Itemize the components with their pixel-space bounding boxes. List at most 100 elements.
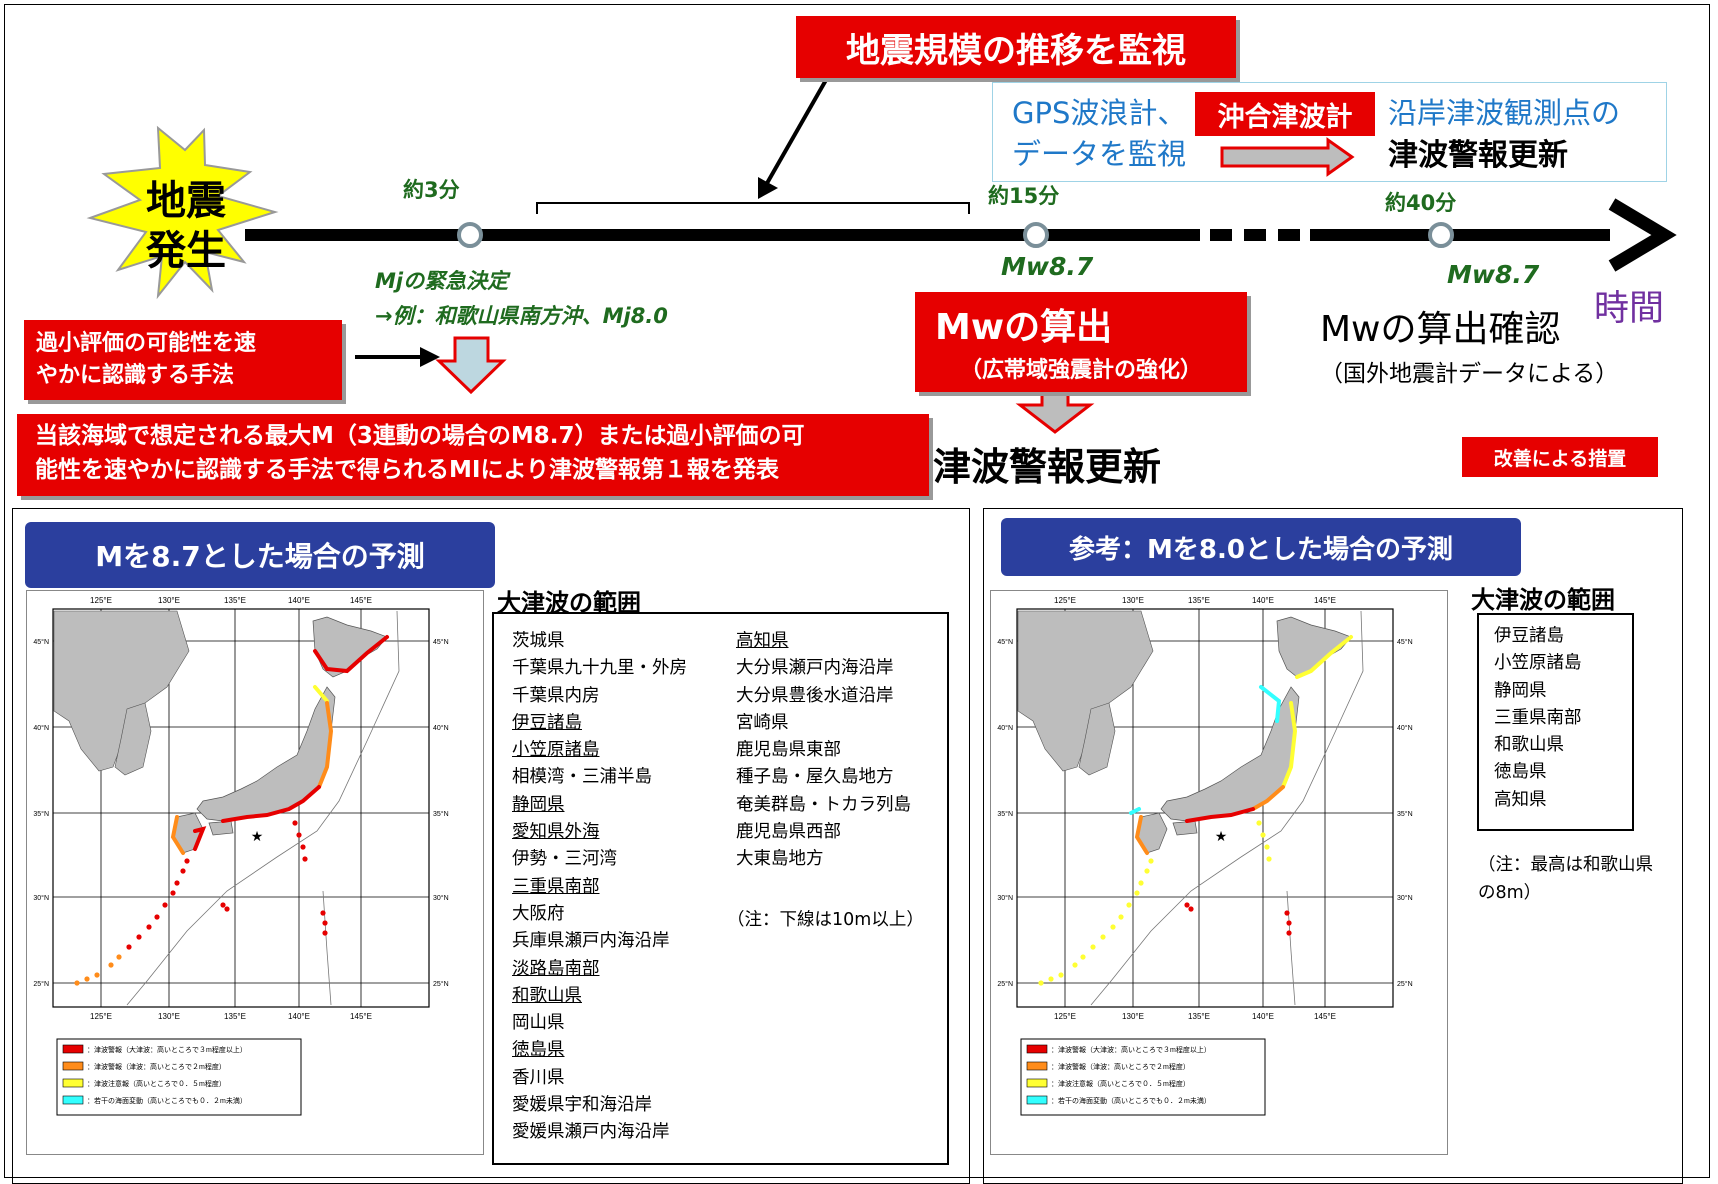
legend-swatch (1026, 1095, 1048, 1105)
legend-swatch (1026, 1044, 1048, 1054)
left-range-note: （注：下線は10m以上） (727, 910, 924, 930)
map-lat-label: 30°N (33, 894, 49, 902)
right-map-svg: 125°E125°E130°E130°E135°E135°E140°E140°E… (997, 596, 1413, 1116)
coast-sea-change (1259, 685, 1282, 723)
range-item: 和歌山県 (1494, 735, 1564, 756)
quake-label: 地震 発生 (146, 178, 226, 274)
island-advisory (1090, 944, 1096, 950)
legend-label: ：津波警報（津波：高いところで２m程度） (1051, 1062, 1190, 1071)
map-lat-label: 35°N (33, 810, 49, 818)
explosion-star-icon (86, 125, 279, 300)
island-warning-major (320, 910, 326, 916)
map-lat-label: 25°N (433, 980, 449, 988)
range-item: 大東島地方 (736, 849, 824, 870)
legend-swatch (62, 1044, 84, 1054)
range-item: 愛知県外海 (512, 822, 600, 843)
island-advisory (1126, 902, 1132, 908)
map-lon-label: 125°E (90, 1012, 112, 1021)
range-item: 種子島・屋久島地方 (736, 767, 894, 788)
map-lat-label: 35°N (433, 810, 449, 818)
map-lon-label: 145°E (1314, 1012, 1336, 1021)
island-advisory (1072, 962, 1078, 968)
range-item: 三重県南部 (512, 876, 600, 897)
island-warning-major (162, 902, 168, 908)
time-3min: 約3分 (403, 178, 460, 202)
map-lon-label: 125°E (90, 596, 112, 605)
island-advisory (1110, 924, 1116, 930)
map-lon-label: 135°E (224, 596, 246, 605)
map-lon-label: 145°E (1314, 596, 1336, 605)
range-item: 徳島県 (1494, 762, 1547, 783)
gps-text-1: GPS波浪計、 (1012, 96, 1187, 130)
range-item: 伊勢・三河湾 (512, 849, 617, 870)
map-lon-label: 145°E (350, 1012, 372, 1021)
map-lon-label: 135°E (1188, 1012, 1210, 1021)
island-advisory (1100, 934, 1106, 940)
epicenter-star-icon: ★ (251, 829, 264, 845)
map-lon-label: 130°E (158, 596, 180, 605)
range-item: 三重県南部 (1494, 707, 1582, 728)
coast-sea-change (1129, 807, 1141, 815)
map-lat-label: 25°N (33, 980, 49, 988)
coast-warning (317, 701, 334, 789)
tsunami-update-mid: 津波警報更新 (933, 445, 1162, 489)
map-lat-label: 45°N (1397, 638, 1413, 646)
island-warning-major (322, 920, 328, 926)
timeline-arrowhead (1608, 198, 1677, 272)
epicenter-star-icon: ★ (1215, 829, 1228, 845)
shikoku (1172, 820, 1198, 836)
island-advisory (1048, 976, 1054, 982)
island-warning-major (302, 856, 308, 862)
map-lon-label: 130°E (1122, 1012, 1144, 1021)
mw-value-15min: Mw8.7 (1001, 252, 1094, 281)
map-lon-label: 135°E (1188, 596, 1210, 605)
range-item: 愛媛県瀬戸内海沿岸 (512, 1122, 670, 1143)
island-warning-major (1286, 930, 1292, 936)
island-advisory (1256, 820, 1262, 826)
underestimate-box: 過小評価の可能性を速 やかに認識する手法 (24, 320, 342, 400)
right-range-title: 大津波の範囲 (1471, 586, 1615, 614)
map-lon-label: 145°E (350, 596, 372, 605)
mw-confirm-sub: （国外地震計データによる） (1320, 361, 1619, 387)
right-range-list: 伊豆諸島小笠原諸島静岡県三重県南部和歌山県徳島県高知県 (1477, 613, 1634, 831)
left-panel-header: Mを8.7とした場合の予測 (25, 522, 495, 588)
island-warning-major (126, 944, 132, 950)
mw-value-40min: Mw8.7 (1447, 260, 1540, 289)
map-lat-label: 45°N (33, 638, 49, 646)
island-advisory (1144, 868, 1150, 874)
gps-text-3: データを監視 (1012, 137, 1187, 171)
shikoku (208, 820, 234, 836)
range-item: 岡山県 (512, 1013, 565, 1034)
island-warning-major (300, 844, 306, 850)
island-warning-major (170, 890, 176, 896)
map-lat-label: 30°N (1397, 894, 1413, 902)
timeline-point-15min (1023, 222, 1049, 248)
range-item: 和歌山県 (512, 985, 582, 1006)
time-40min: 約40分 (1385, 191, 1457, 215)
monitor-bracket (536, 202, 970, 214)
island-advisory (1260, 832, 1266, 838)
range-item: 高知県 (1494, 789, 1547, 810)
coast-warning-major (1185, 807, 1255, 823)
mw-calc-title: Mwの算出 (935, 307, 1113, 348)
map-lat-label: 40°N (997, 724, 1013, 732)
trench-line (126, 610, 400, 1006)
mj-example: →例：和歌山県南方沖、Mj8.0 (375, 304, 668, 328)
map-lon-label: 140°E (1252, 1012, 1274, 1021)
range-item: 淡路島南部 (512, 958, 600, 979)
map-lon-label: 140°E (288, 596, 310, 605)
range-item: 高知県 (736, 631, 789, 651)
island-warning (74, 980, 80, 986)
legend-swatch (1026, 1061, 1048, 1071)
legend-label: ：津波警報（津波：高いところで２m程度） (87, 1062, 226, 1071)
mj-decision: Mjの緊急決定 (375, 269, 509, 293)
time-15min: 約15分 (988, 184, 1060, 208)
island-warning (94, 972, 100, 978)
trench-line (1090, 610, 1364, 1006)
legend-frame (1020, 1038, 1266, 1116)
right-panel-header: 参考：Mを8.0とした場合の予測 (1001, 518, 1521, 576)
island-warning-major (296, 832, 302, 838)
right-range-items: 伊豆諸島小笠原諸島静岡県三重県南部和歌山県徳島県高知県 (1494, 623, 1582, 814)
